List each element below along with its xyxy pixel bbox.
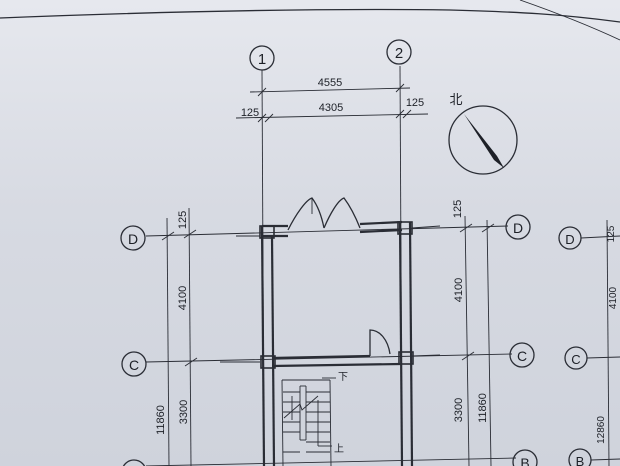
axis-line-C (145, 353, 513, 363)
svg-text:B: B (576, 454, 585, 466)
dim-right-total: 11860 (477, 393, 489, 423)
dim-left-c-b: 3300 (178, 400, 190, 424)
dim-right-c-b: 3300 (453, 398, 465, 422)
axis-bubble-C-far: C (564, 346, 588, 370)
axis-bubble-B-right: B (512, 449, 538, 466)
axis-bubble-D-far: D (558, 226, 582, 250)
single-door (369, 329, 391, 356)
svg-text:2: 2 (395, 45, 403, 62)
axis-bubble-C-right: C (509, 342, 535, 368)
north-arrow: 北 (448, 92, 518, 175)
dim-chain-left (188, 207, 192, 466)
dim-chain-right (464, 215, 470, 466)
dim-right-d-c: 4100 (453, 278, 465, 302)
axis-bubble-B-far: B (568, 448, 592, 466)
dim-top-overall: 4555 (318, 77, 342, 89)
dim-left-d-c: 4100 (177, 286, 189, 310)
svg-text:D: D (565, 232, 574, 247)
dim-far-d-c: 4100 (608, 286, 619, 309)
axis-bubble-C-left: C (121, 351, 147, 377)
svg-text:1: 1 (258, 51, 266, 68)
dim-left-total: 11860 (155, 405, 167, 435)
dim-right-offset: 125 (406, 97, 424, 109)
axis-line-D (145, 225, 509, 237)
dim-far-total: 12860 (596, 416, 607, 444)
svg-text:C: C (571, 352, 580, 367)
dim-line-inner (235, 113, 429, 119)
svg-text:D: D (128, 231, 138, 247)
stair-down-label: 下 (338, 372, 348, 383)
svg-text:C: C (129, 357, 139, 373)
stair: 下 上 (281, 372, 348, 466)
dim-chain-right-total (486, 219, 492, 466)
dim-top-inner: 4305 (319, 102, 343, 114)
axis-bubble-2: 2 (386, 39, 412, 65)
svg-text:C: C (517, 348, 527, 364)
north-label: 北 (449, 92, 462, 107)
svg-text:D: D (513, 220, 523, 236)
axis-bubble-B-left: B (122, 459, 146, 466)
axis-bubble-D-left: D (120, 225, 146, 251)
sheet-border-line (0, 8, 620, 23)
dim-left-top: 125 (177, 211, 189, 229)
axis-bubble-D-right: D (505, 214, 531, 240)
double-door (287, 197, 361, 231)
walls (259, 220, 414, 466)
dim-right-top: 125 (452, 200, 464, 218)
dim-chain-left-total (166, 217, 170, 466)
axis-bubble-1: 1 (249, 45, 275, 71)
title-block-edge (519, 0, 620, 41)
dim-line-overall (249, 87, 411, 93)
dim-left-offset: 125 (241, 107, 259, 119)
stair-up-label: 上 (334, 443, 344, 455)
dim-far-top: 125 (606, 225, 617, 242)
svg-text:B: B (520, 455, 529, 466)
